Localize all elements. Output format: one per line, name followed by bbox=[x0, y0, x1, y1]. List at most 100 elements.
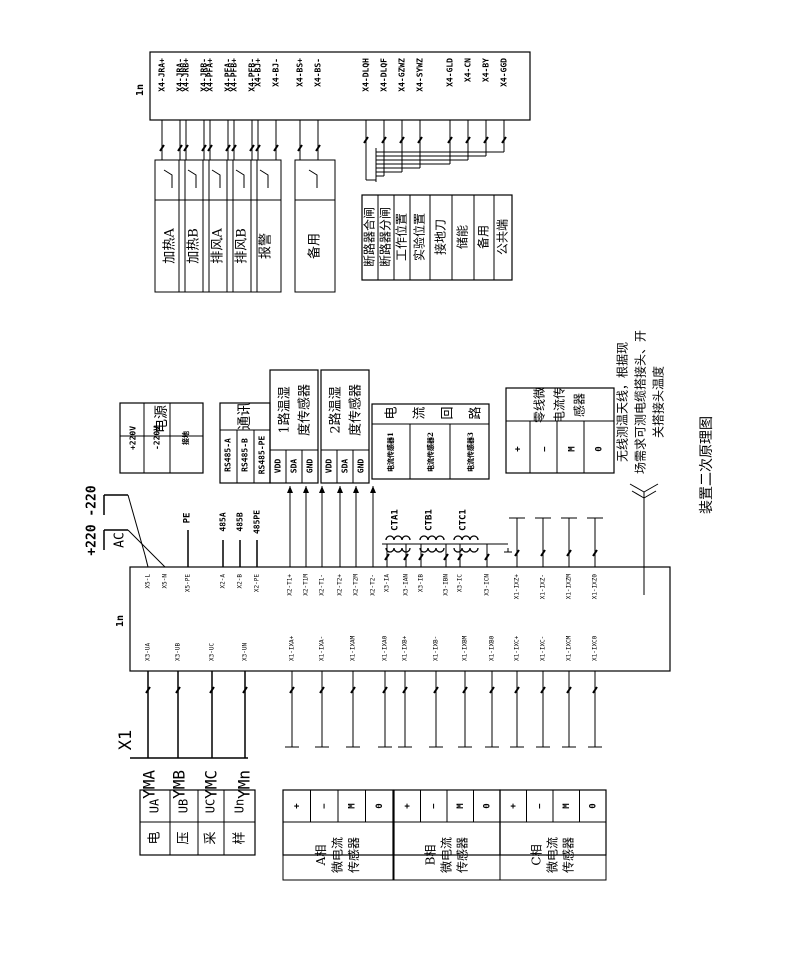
output-label-box bbox=[250, 199, 282, 293]
ac-wire bbox=[127, 529, 166, 568]
pe-label: PE bbox=[183, 513, 193, 524]
main-top-pin: X3-IB bbox=[418, 574, 425, 592]
voltage-row: UB bbox=[177, 799, 191, 813]
relay-contact-box bbox=[250, 159, 282, 201]
relay-contact-box bbox=[202, 159, 234, 201]
rs485-row: RS485-B bbox=[241, 438, 250, 472]
ct-label: CTB1 bbox=[425, 509, 435, 531]
ym-label: YMC bbox=[202, 770, 221, 799]
temp-row: GND bbox=[357, 459, 366, 474]
voltage-row: Un bbox=[233, 799, 247, 813]
relay-contact-box bbox=[294, 159, 336, 201]
terminal-tick bbox=[209, 686, 215, 694]
main-bottom-pin: X3-UC bbox=[209, 643, 216, 661]
main-bottom-pin: X3-UA bbox=[145, 643, 152, 661]
zero-row: + bbox=[514, 446, 524, 452]
temp-row: VDD bbox=[274, 459, 283, 474]
main-top-pin: X1-IXZ+ bbox=[514, 574, 521, 600]
rs485-wire-label: 485B bbox=[236, 512, 245, 531]
top-pin-label: X4-DLQF bbox=[380, 58, 389, 92]
arrow-icon bbox=[319, 486, 325, 493]
input-label: 接地刀 bbox=[433, 219, 448, 255]
phase-title-box bbox=[499, 854, 607, 881]
relay-contact-box bbox=[178, 159, 210, 201]
main-top-pin: X3-IA bbox=[384, 574, 391, 592]
terminal-tick bbox=[443, 553, 449, 561]
terminal-tick bbox=[381, 136, 387, 144]
terminal-tick bbox=[183, 144, 189, 152]
top-terminal-block bbox=[149, 51, 531, 121]
ct-coil-icon bbox=[419, 547, 445, 553]
antenna-icon bbox=[643, 490, 657, 499]
terminal-tick bbox=[402, 686, 408, 694]
zero-title: 零线微 bbox=[533, 387, 547, 423]
top-pin-label: X4-JRA+ bbox=[158, 58, 167, 92]
rs485-row: RS485-A bbox=[224, 438, 233, 472]
current-row: 电流传感器2 bbox=[426, 432, 435, 472]
terminal-tick bbox=[462, 686, 468, 694]
current-title: 电 bbox=[385, 406, 400, 419]
input-label: 备用 bbox=[477, 225, 491, 249]
temp-title: 1路温湿 bbox=[277, 386, 293, 433]
main-block-label: 1n bbox=[115, 615, 126, 627]
top-pin-label: X4-BJ+ bbox=[254, 58, 263, 87]
phase-title: 传感器 bbox=[346, 837, 361, 873]
terminal-tick bbox=[273, 144, 279, 152]
main-terminal-block bbox=[129, 566, 671, 672]
terminal-tick bbox=[145, 686, 151, 694]
phase-row: + bbox=[292, 803, 302, 809]
main-top-pin: X2-T2+ bbox=[337, 574, 344, 596]
main-bottom-pin: X1-IXA- bbox=[319, 636, 326, 661]
current-row: 电流传感器3 bbox=[466, 432, 475, 472]
relay-contact-icon bbox=[163, 169, 173, 188]
main-bottom-pin: X1-IXCM bbox=[566, 635, 573, 661]
voltage-title: 采 bbox=[204, 831, 219, 844]
terminal-tick bbox=[514, 549, 520, 557]
phase-title: 微电流 bbox=[440, 837, 454, 873]
ct-coil-icon bbox=[385, 535, 411, 541]
phase-title: C相 bbox=[530, 844, 544, 865]
terminal-tick bbox=[465, 136, 471, 144]
main-bottom-pin: X1-IXB0 bbox=[489, 635, 496, 661]
top-pin-label: X4-JRB+ bbox=[182, 58, 191, 92]
terminal-tick bbox=[433, 686, 439, 694]
terminal-tick bbox=[483, 136, 489, 144]
voltage-title: 压 bbox=[177, 831, 192, 844]
ac-plus-label: +220 bbox=[85, 524, 100, 555]
top-pin-label: X4-PFB+ bbox=[230, 58, 239, 92]
relay-contact-icon bbox=[235, 169, 245, 188]
terminal-tick bbox=[384, 553, 390, 561]
relay-contact-icon bbox=[308, 169, 318, 188]
ct-label: CTA1 bbox=[391, 509, 401, 531]
current-title: 回 bbox=[441, 406, 456, 419]
input-table bbox=[361, 194, 513, 281]
rs485-row: RS485-PE bbox=[258, 436, 267, 475]
terminal-tick bbox=[201, 144, 207, 152]
ac-wire bbox=[127, 494, 146, 556]
temp-row: SDA bbox=[290, 459, 299, 474]
main-top-pin: X2-T2- bbox=[370, 574, 377, 596]
main-top-pin: X2-T2M bbox=[353, 574, 360, 596]
power-row: -220V bbox=[153, 426, 162, 450]
top-pin-label: X4-BY bbox=[482, 58, 491, 82]
top-pin-label: X4-BS- bbox=[314, 58, 323, 87]
top-pin-label: X4-JRA- bbox=[176, 58, 185, 92]
main-top-pin: X3-IBN bbox=[443, 574, 450, 596]
terminal-tick bbox=[175, 686, 181, 694]
input-label: 实验位置 bbox=[412, 213, 427, 261]
antenna-icon bbox=[629, 483, 645, 493]
terminal-tick bbox=[417, 136, 423, 144]
relay-contact-box bbox=[154, 159, 186, 201]
output-label: 报警 bbox=[258, 233, 274, 259]
main-top-pin: X1-IXZM bbox=[566, 574, 573, 600]
main-bottom-pin: X1-IXA+ bbox=[289, 635, 296, 661]
ct-label: CTC1 bbox=[459, 509, 469, 531]
main-top-pin: X5-PE bbox=[185, 574, 192, 592]
main-bottom-pin: X1-IXAM bbox=[350, 635, 357, 661]
current-title: 路 bbox=[468, 406, 484, 419]
temp-box-1 bbox=[269, 369, 319, 484]
main-top-pin: X1-IXZ0 bbox=[592, 574, 599, 600]
input-label: 储能 bbox=[455, 225, 470, 249]
main-bottom-pin: X1-IXB+ bbox=[402, 635, 409, 661]
output-label-box bbox=[226, 199, 258, 293]
